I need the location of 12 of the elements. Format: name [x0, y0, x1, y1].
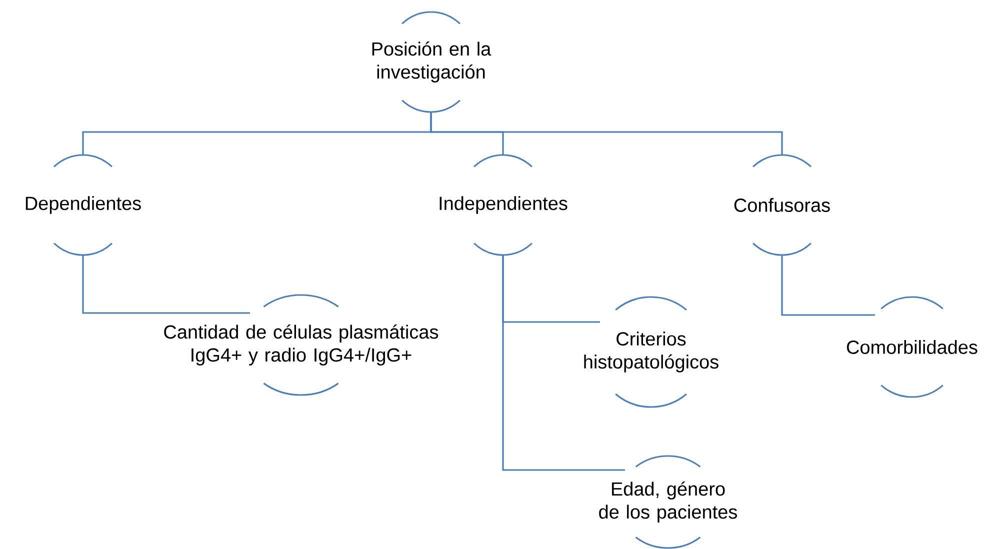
circle-node: Posición en la investigación	[372, 11, 492, 113]
circle-node: Edad, género de los pacientes	[599, 455, 737, 549]
circle-node: Cantidad de células plasmáticas IgG4+ y radio IgG4+/IgG+	[164, 294, 438, 396]
connector-line	[502, 255, 625, 471]
connector-line	[82, 255, 250, 314]
circle-node: Criterios histopatológicos	[584, 296, 718, 408]
circle-node: Dependientes	[26, 154, 141, 256]
circle-node: Comorbilidades	[846, 296, 978, 398]
connector-line	[430, 112, 783, 155]
connector-line	[781, 255, 875, 316]
circle-node: Confusoras	[734, 154, 830, 256]
circle-node: Independientes	[440, 154, 568, 256]
